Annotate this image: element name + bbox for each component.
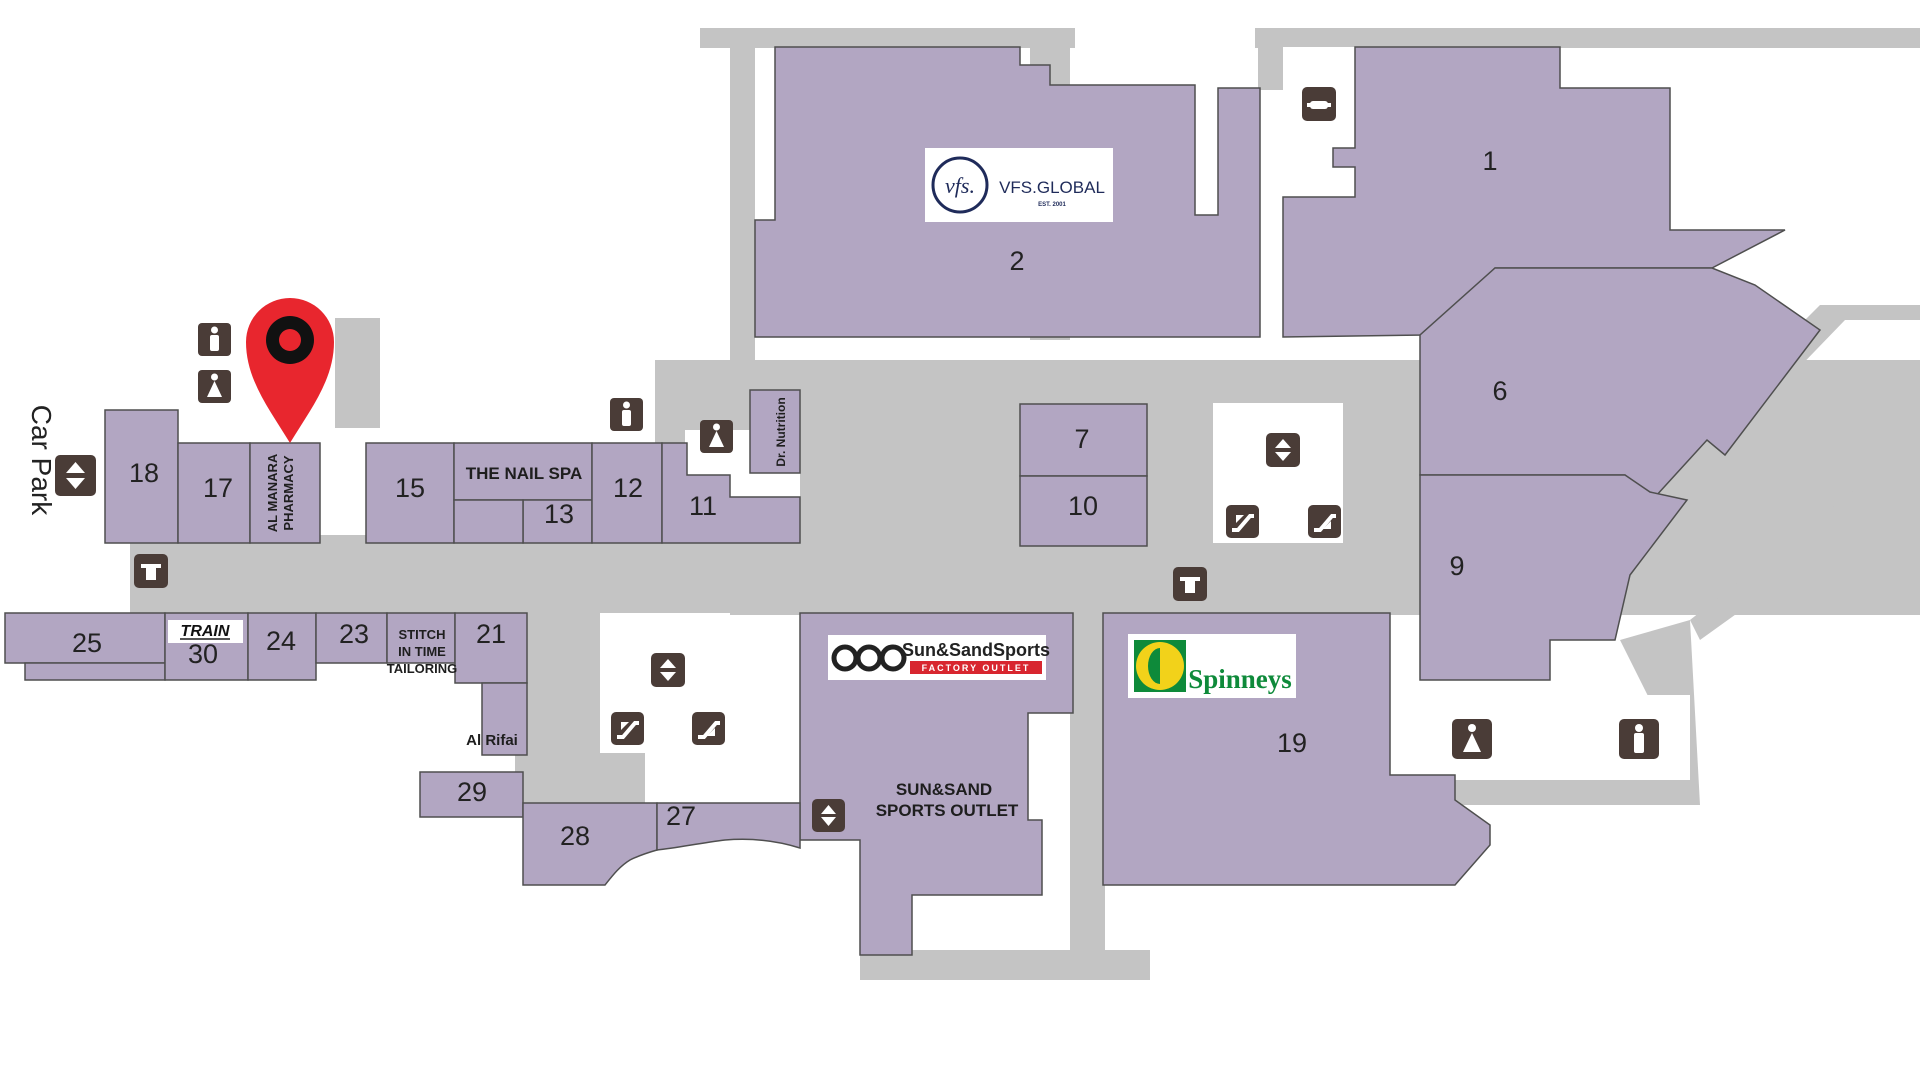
unit-27[interactable] — [656, 802, 801, 851]
water-fountain-icon[interactable] — [1302, 87, 1336, 121]
unit-24[interactable] — [247, 612, 317, 681]
elevator-icon[interactable] — [55, 455, 96, 496]
restroom-icon[interactable] — [1452, 719, 1492, 759]
store-label-al-rifai: Al Rifai — [466, 732, 518, 749]
unit-number: 10 — [1068, 491, 1098, 521]
spinneys-logo[interactable]: Spinneys — [1128, 634, 1296, 698]
store-label-nail-spa: THE NAIL SPA — [466, 464, 583, 483]
store-label-sunsand: SPORTS OUTLET — [876, 801, 1019, 820]
escalator-icon[interactable] — [1308, 505, 1341, 538]
escalator-icon[interactable] — [611, 712, 644, 745]
escalator-icon[interactable] — [692, 712, 725, 745]
restroom-icon[interactable] — [610, 398, 643, 431]
svg-text:EST. 2001: EST. 2001 — [1038, 202, 1066, 208]
svg-text:vfs.: vfs. — [945, 173, 975, 198]
unit-25-b — [24, 662, 166, 681]
unit-number: 7 — [1074, 424, 1089, 454]
svg-text:Sun&SandSports: Sun&SandSports — [902, 640, 1050, 660]
unit-number: 13 — [544, 499, 574, 529]
unit-number: 11 — [689, 491, 717, 521]
unit-number: 15 — [395, 473, 425, 503]
unit-number: 23 — [339, 619, 369, 649]
unit-number: 27 — [666, 801, 696, 831]
store-label-pharmacy: PHARMACY — [281, 455, 296, 530]
unit-nail-spa-left — [453, 499, 524, 544]
unit-pharmacy[interactable] — [249, 442, 321, 544]
unit-25[interactable] — [4, 612, 166, 664]
unit-6[interactable] — [1419, 267, 1822, 499]
vfs-global-logo[interactable]: vfs. VFS.GLOBAL EST. 2001 — [925, 148, 1113, 222]
unit-11[interactable] — [661, 442, 801, 544]
store-label-pharmacy: AL MANARA — [265, 453, 280, 532]
unit-number: 24 — [266, 626, 296, 656]
store-label-stitch: TAILORING — [387, 661, 458, 676]
restroom-icon[interactable] — [1619, 719, 1659, 759]
unit-number: 2 — [1009, 246, 1024, 276]
store-label-sunsand: SUN&SAND — [896, 780, 992, 799]
unit-number: 18 — [129, 458, 159, 488]
unit-number: 12 — [613, 473, 643, 503]
unit-number: 21 — [476, 619, 506, 649]
restroom-icon[interactable] — [700, 420, 733, 453]
atm-icon[interactable] — [134, 554, 168, 588]
train-logo[interactable]: TRAIN — [168, 620, 243, 643]
unit-13[interactable] — [522, 499, 593, 544]
unit-15[interactable] — [365, 442, 455, 544]
unit-number: 6 — [1492, 376, 1507, 406]
elevator-icon[interactable] — [812, 799, 845, 832]
unit-17[interactable] — [177, 442, 251, 544]
unit-numbers: 1 2 6 7 10 9 11 12 13 15 17 18 19 21 23 … — [72, 146, 1508, 851]
svg-text:TRAIN: TRAIN — [181, 623, 230, 640]
unit-12[interactable] — [591, 442, 663, 544]
restroom-icon[interactable] — [198, 323, 231, 356]
elevator-icon[interactable] — [651, 653, 685, 687]
store-label-stitch: IN TIME — [398, 644, 446, 659]
car-park-label: Car Park — [26, 405, 57, 516]
restroom-icon[interactable] — [198, 370, 231, 403]
unit-dr-nutrition[interactable] — [749, 389, 801, 474]
unit-number: 19 — [1277, 728, 1307, 758]
sun-sand-sports-logo[interactable]: Sun&SandSports FACTORY OUTLET — [828, 635, 1050, 680]
atm-icon[interactable] — [1173, 567, 1207, 601]
location-pin-icon[interactable] — [246, 298, 334, 443]
unit-number: 30 — [188, 639, 218, 669]
unit-number: 25 — [72, 628, 102, 658]
unit-21[interactable] — [454, 612, 528, 684]
svg-text:FACTORY OUTLET: FACTORY OUTLET — [922, 663, 1031, 673]
store-units — [4, 46, 1822, 956]
unit-29[interactable] — [419, 771, 524, 818]
store-labels: THE NAIL SPA AL MANARA PHARMACY Dr. Nutr… — [26, 397, 1019, 820]
unit-7[interactable] — [1019, 403, 1148, 477]
elevator-icon[interactable] — [1266, 433, 1300, 467]
facility-icons — [55, 87, 1659, 832]
store-label-dr-nutrition: Dr. Nutrition — [774, 397, 788, 466]
svg-text:Spinneys: Spinneys — [1188, 664, 1292, 694]
svg-text:VFS.GLOBAL: VFS.GLOBAL — [999, 178, 1105, 197]
unit-al-rifai[interactable] — [481, 682, 528, 756]
unit-sunsand[interactable] — [799, 612, 1074, 956]
unit-9[interactable] — [1419, 474, 1689, 681]
unit-stitch[interactable] — [386, 612, 456, 664]
unit-number: 1 — [1482, 146, 1497, 176]
unit-number: 9 — [1449, 551, 1464, 581]
store-label-stitch: STITCH — [399, 627, 446, 642]
unit-28[interactable] — [522, 802, 658, 886]
unit-number: 17 — [203, 473, 233, 503]
unit-10[interactable] — [1019, 475, 1148, 547]
unit-number: 29 — [457, 777, 487, 807]
unit-number: 28 — [560, 821, 590, 851]
escalator-icon[interactable] — [1226, 505, 1259, 538]
